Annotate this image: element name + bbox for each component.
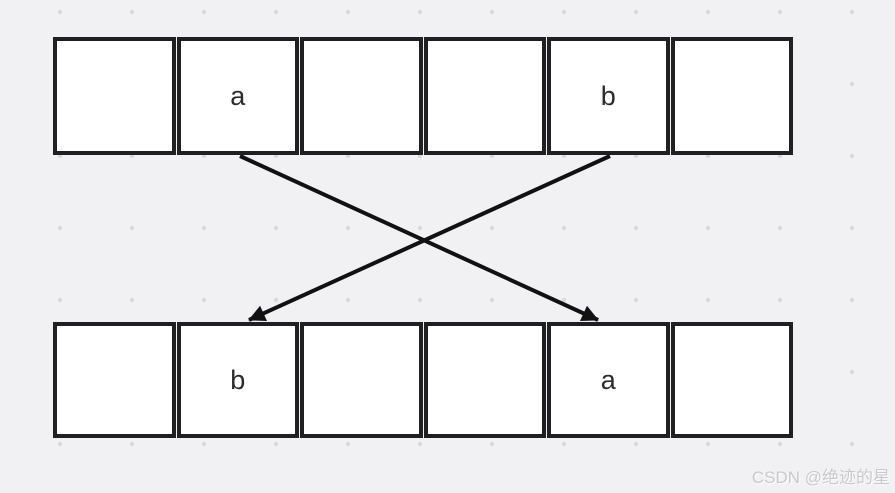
bottom-array-cell-4 — [423, 322, 546, 438]
arrow-b-top-to-bottom — [248, 154, 611, 322]
bottom-array-cell-6 — [670, 322, 793, 438]
top-array-cell-5: b — [547, 37, 670, 155]
bottom-array: b a — [53, 322, 793, 438]
bottom-array-cell-3 — [300, 322, 423, 438]
top-array-cell-2: a — [176, 37, 299, 155]
top-array: a b — [53, 37, 793, 155]
arrow-a-top-to-bottom — [239, 154, 599, 322]
bottom-array-cell-2: b — [176, 322, 299, 438]
top-array-cell-6 — [670, 37, 793, 155]
bottom-array-cell-5: a — [547, 322, 670, 438]
top-array-cell-4 — [423, 37, 546, 155]
top-array-cell-3 — [300, 37, 423, 155]
cell-label-a: a — [230, 80, 246, 111]
cell-label-b: b — [600, 80, 616, 111]
bottom-array-cell-1 — [53, 322, 176, 438]
cell-label-a: a — [600, 364, 616, 395]
top-array-cell-1 — [53, 37, 176, 155]
csdn-watermark: CSDN @绝迹的星 — [751, 468, 890, 487]
cell-label-b: b — [230, 364, 246, 395]
